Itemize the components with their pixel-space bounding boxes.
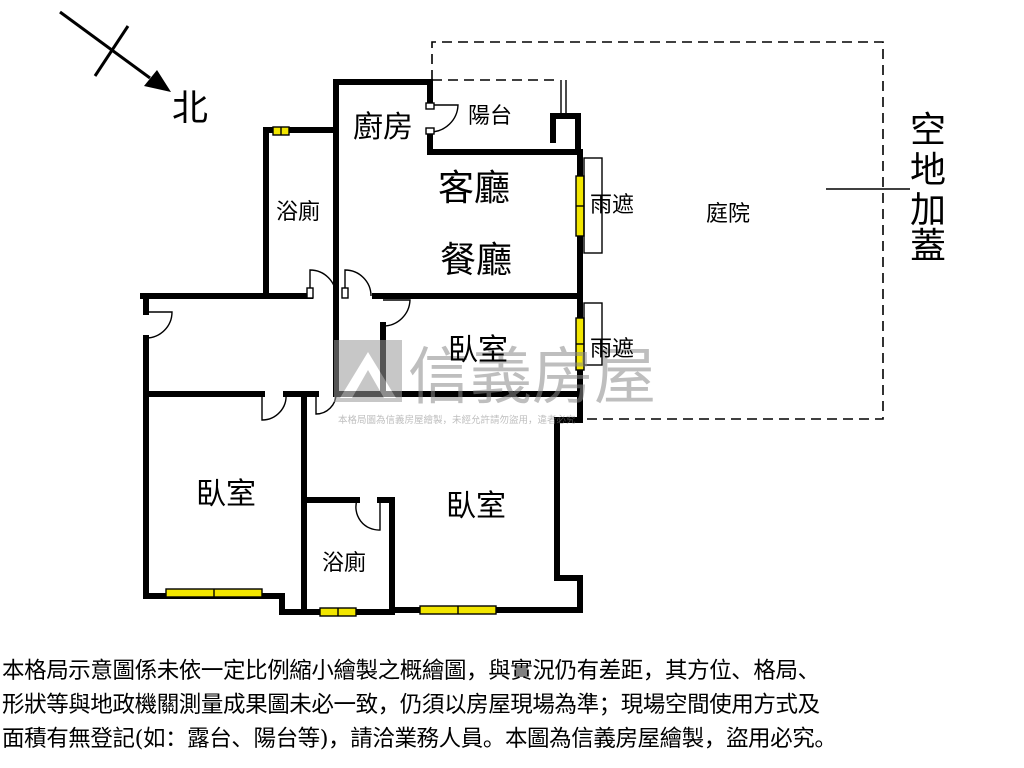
disclaimer-line: 面積有無登記(如：露台、陽台等)，請洽業務人員。本圖為信義房屋繪製，盜用必究。 (2, 726, 837, 752)
watermark-brand: 信義房屋 (408, 340, 656, 413)
room-bedroom-left: 臥室 (196, 477, 256, 512)
awning-upper: 雨遮 (590, 193, 634, 218)
vacant-land-char: 空 (910, 110, 946, 151)
brand-logo-icon (334, 340, 402, 402)
disclaimer-line: 本格局示意圖係未依一定比例縮小繪製之概繪圖，與實況仍有差距，其方位、格局、 (2, 658, 820, 684)
vacant-land-char: 蓋 (910, 226, 946, 267)
awnings (560, 80, 603, 366)
vacant-land-char: 加 (910, 190, 946, 231)
room-balcony: 陽台 (468, 104, 512, 129)
courtyard-boundary (431, 41, 884, 420)
room-dining: 餐廳 (440, 240, 512, 281)
north-arrow-icon (59, 10, 171, 92)
room-bedroom-center: 臥室 (448, 333, 508, 368)
room-bath-upper: 浴廁 (276, 200, 320, 225)
room-courtyard: 庭院 (706, 202, 750, 227)
door-leafs (306, 102, 435, 299)
room-bedroom-right: 臥室 (446, 489, 506, 524)
watermark-notice: 本格局圖為信義房屋繪製，未經允許請勿盜用，違者必究 (338, 414, 576, 426)
room-kitchen: 廚房 (353, 110, 413, 145)
awning-lower: 雨遮 (590, 337, 634, 362)
disclaimer: 本格局示意圖係未依一定比例縮小繪製之概繪圖，與實況仍有差距，其方位、格局、 形狀… (2, 654, 1022, 756)
room-bath-lower: 浴廁 (322, 551, 366, 576)
north-label: 北 (172, 88, 208, 129)
door-swings (145, 104, 459, 531)
vacant-land-char: 地 (910, 150, 946, 191)
floor-plan: 北 (59, 10, 946, 617)
watermark: 信義房屋 本格局圖為信義房屋繪製，未經允許請勿盜用，違者必究 (334, 340, 656, 426)
disclaimer-line: 形狀等與地政機關測量成果圖未必一致，仍須以房屋現場為準；現場空間使用方式及 (2, 692, 820, 718)
vacant-land-label: 空 地 加 蓋 (910, 110, 946, 267)
room-living: 客廳 (438, 168, 510, 209)
